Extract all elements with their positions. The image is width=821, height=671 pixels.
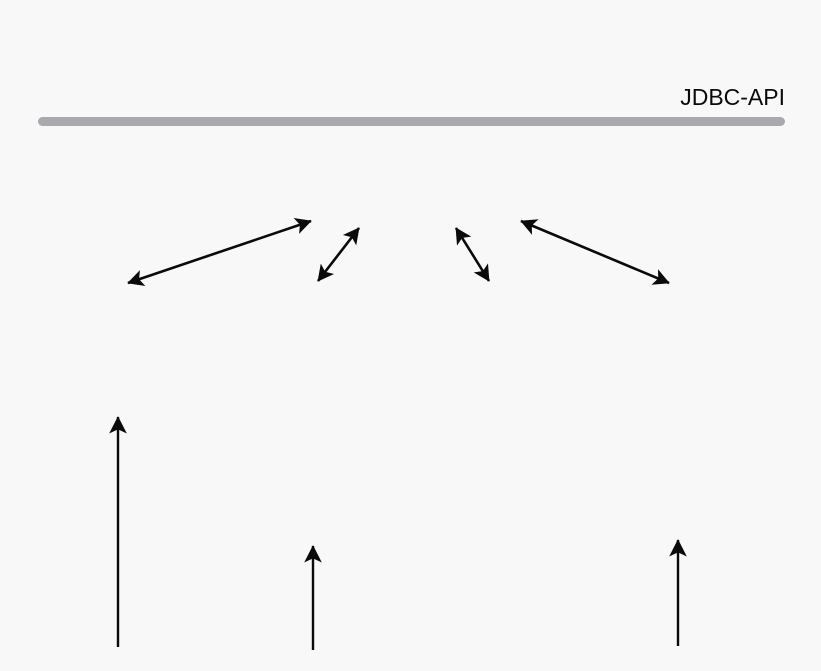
- connector-native-protokoll-treibermanager: [127, 217, 312, 287]
- connector-native-api-treibermanager: [520, 219, 670, 285]
- connector-jdbc-net-treibermanager: [316, 227, 361, 282]
- jdbc-api-label: JDBC-API: [680, 84, 785, 110]
- jdbc-api-separator-bar: [38, 117, 785, 126]
- connector-jdbc-odbc-treibermanager: [454, 227, 491, 282]
